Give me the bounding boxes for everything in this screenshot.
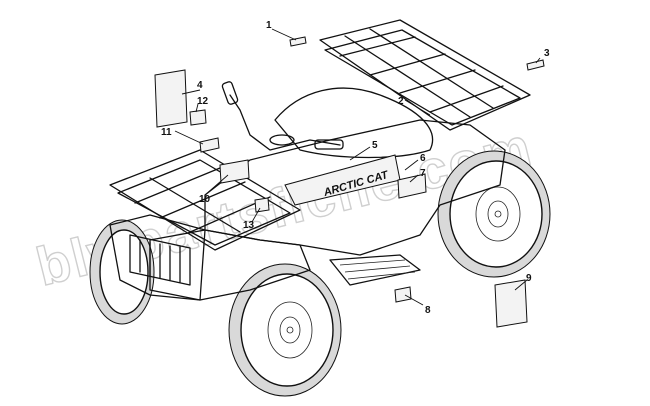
callout-10: 10 (199, 194, 211, 205)
callout-11: 11 (161, 127, 172, 138)
callout-2: 2 (398, 96, 404, 107)
callout-4: 4 (197, 80, 203, 91)
front-bumper (109, 214, 206, 301)
front-wheel (228, 263, 342, 397)
footboard (329, 254, 421, 286)
callouts: 1 2 3 4 5 6 7 8 9 10 11 12 13 (161, 20, 550, 316)
decal-13 (254, 197, 270, 213)
front-left-wheel (89, 219, 155, 325)
decal-4 (154, 69, 188, 128)
callout-9: 9 (526, 273, 532, 284)
decal-8 (394, 286, 412, 303)
handlebars (221, 81, 344, 151)
callout-8: 8 (425, 305, 431, 316)
callout-3: 3 (544, 48, 550, 59)
decal-10 (219, 159, 250, 184)
callout-6: 6 (420, 153, 426, 164)
grille (129, 234, 191, 286)
decal-7 (397, 173, 427, 199)
rear-rack (319, 19, 531, 131)
decal-9 (494, 279, 528, 328)
rear-wheel (437, 150, 551, 278)
callout-1: 1 (266, 20, 272, 31)
callout-13: 13 (243, 220, 255, 231)
decal-12 (189, 109, 207, 126)
callout-5: 5 (372, 140, 378, 151)
callout-12: 12 (197, 96, 209, 107)
callout-7: 7 (420, 168, 426, 179)
leader-lines (174, 28, 541, 306)
decal-3 (526, 59, 545, 71)
front-fender (149, 229, 311, 301)
decal-11 (199, 137, 220, 153)
